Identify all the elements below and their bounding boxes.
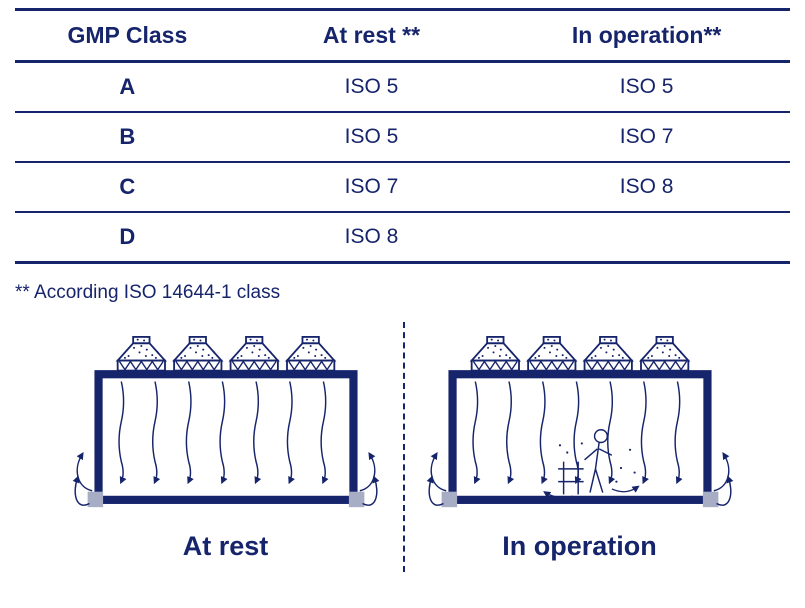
in-operation-cell: ISO 5	[503, 61, 790, 113]
at-rest-room-illustration	[71, 336, 381, 529]
in-operation-label: In operation	[502, 531, 657, 561]
dashed-divider	[402, 322, 405, 572]
col-header-in-operation: In operation**	[503, 8, 790, 63]
in-operation-cell: ISO 7	[503, 112, 790, 163]
iso-footnote: ** According ISO 14644-1 class	[15, 282, 281, 303]
particle-dots	[558, 442, 636, 483]
table-row: C ISO 7 ISO 8	[15, 162, 790, 213]
equipment-cart	[557, 461, 584, 495]
at-rest-label: At rest	[182, 531, 269, 561]
at-rest-cell: ISO 8	[239, 212, 504, 264]
at-rest-room-column: At rest	[71, 336, 381, 562]
gmp-cleanroom-infographic: GMP Class At rest ** In operation** A IS…	[0, 8, 805, 608]
col-header-gmp-class: GMP Class	[15, 8, 240, 63]
cleanroom-diagram: At rest	[0, 322, 805, 572]
in-operation-cell	[503, 212, 790, 264]
at-rest-cell: ISO 7	[239, 162, 504, 213]
gmp-class-cell: B	[15, 112, 240, 163]
in-operation-cell: ISO 8	[503, 162, 790, 213]
table-row: A ISO 5 ISO 5	[15, 61, 790, 113]
at-rest-cell: ISO 5	[239, 61, 504, 113]
col-header-at-rest: At rest **	[239, 8, 504, 63]
table-row: D ISO 8	[15, 212, 790, 264]
gmp-class-cell: A	[15, 61, 240, 113]
table-header-row: GMP Class At rest ** In operation**	[15, 8, 790, 63]
table-row: B ISO 5 ISO 7	[15, 112, 790, 163]
in-operation-room-illustration	[425, 336, 735, 529]
turbulence-arrows	[542, 485, 640, 499]
gmp-class-table: GMP Class At rest ** In operation** A IS…	[15, 8, 790, 264]
in-operation-room-column: In operation	[425, 336, 735, 562]
at-rest-cell: ISO 5	[239, 112, 504, 163]
gmp-class-cell: D	[15, 212, 240, 264]
person-figure	[583, 429, 612, 493]
gmp-class-cell: C	[15, 162, 240, 213]
